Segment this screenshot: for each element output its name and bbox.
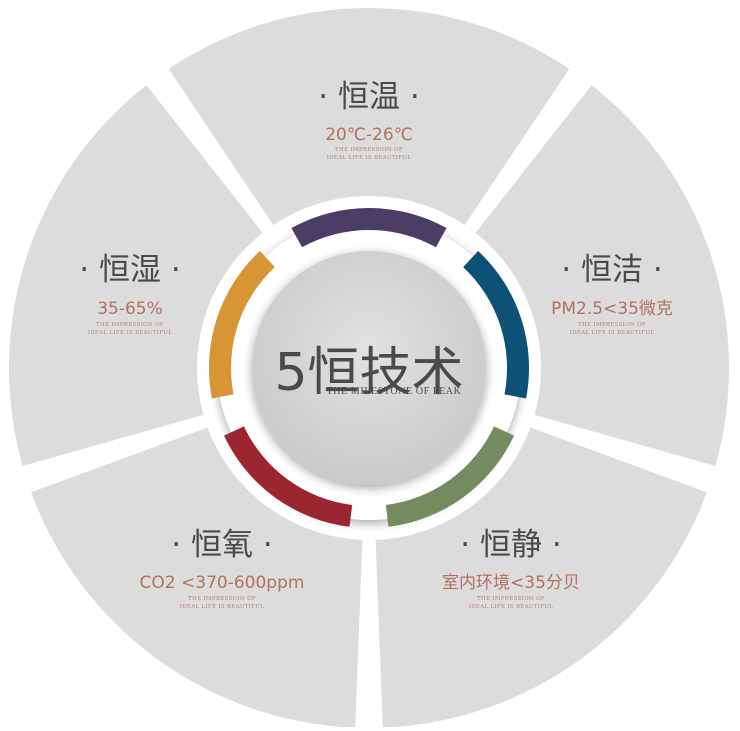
segment-value: CO2 <370-600ppm bbox=[140, 573, 305, 593]
ring-arc-humidity bbox=[209, 250, 275, 399]
segment-tag-line1: THE IMPRESSION OF bbox=[578, 322, 646, 328]
segment-title: · 恒湿 · bbox=[79, 252, 180, 288]
segment-humidity: · 恒湿 · 35-65% THE IMPRESSION OF IDEAL LI… bbox=[79, 252, 180, 336]
center-subtitle: THE MILESTONE OF PEAK bbox=[327, 386, 462, 397]
segment-clean: · 恒洁 · PM2.5<35微克 THE IMPRESSION OF IDEA… bbox=[551, 252, 673, 336]
segment-value: 20℃-26℃ bbox=[325, 125, 413, 145]
ring-arc-oxygen bbox=[223, 426, 353, 527]
segment-title: · 恒温 · bbox=[318, 79, 419, 115]
segment-tag-line1: THE IMPRESSION OF bbox=[96, 322, 164, 328]
segment-quiet: · 恒静 · 室内环境<35分贝 THE IMPRESSION OF IDEAL… bbox=[442, 527, 580, 610]
segment-tag-line1: THE IMPRESSION OF bbox=[335, 147, 403, 153]
segment-oxygen: · 恒氧 · CO2 <370-600ppm THE IMPRESSION OF… bbox=[140, 527, 305, 610]
segment-tag-line2: IDEAL LIFE IS BEAUTIFUL bbox=[180, 604, 265, 610]
center-title: 5恒技术 bbox=[274, 343, 463, 403]
segment-tag-line2: IDEAL LIFE IS BEAUTIFUL bbox=[570, 330, 655, 336]
segment-title: · 恒氧 · bbox=[171, 527, 272, 563]
segment-value: 室内环境<35分贝 bbox=[442, 573, 580, 593]
outer-wedge-quiet bbox=[375, 427, 707, 727]
ring-arc-clean bbox=[463, 250, 529, 399]
ring-arc-quiet bbox=[385, 426, 515, 527]
outer-segments bbox=[8, 7, 730, 727]
segment-tag-line2: IDEAL LIFE IS BEAUTIFUL bbox=[88, 330, 173, 336]
segment-title: · 恒静 · bbox=[460, 527, 561, 563]
segment-temperature: · 恒温 · 20℃-26℃ THE IMPRESSION OF IDEAL L… bbox=[318, 79, 419, 161]
segment-title: · 恒洁 · bbox=[561, 252, 662, 288]
segment-tag-line1: THE IMPRESSION OF bbox=[188, 596, 256, 602]
segment-value: 35-65% bbox=[97, 299, 163, 319]
outer-wedge-clean bbox=[475, 85, 730, 467]
segment-tag-line2: IDEAL LIFE IS BEAUTIFUL bbox=[327, 155, 412, 161]
segment-tag-line1: THE IMPRESSION OF bbox=[477, 596, 545, 602]
segment-tag-line2: IDEAL LIFE IS BEAUTIFUL bbox=[469, 604, 554, 610]
ring-arc-temperature bbox=[291, 208, 447, 248]
outer-wedge-oxygen bbox=[31, 427, 363, 727]
center-disc bbox=[252, 251, 486, 485]
outer-wedge-humidity bbox=[8, 85, 263, 467]
segment-value: PM2.5<35微克 bbox=[551, 299, 673, 319]
outer-wedge-temperature bbox=[168, 7, 570, 226]
